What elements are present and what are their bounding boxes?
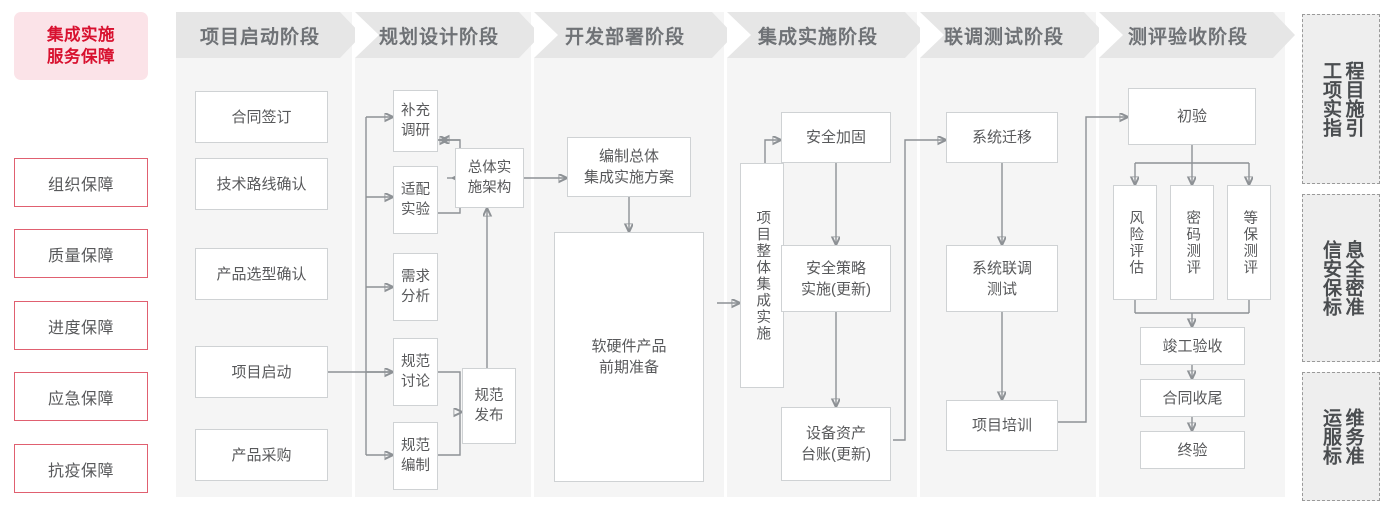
node-joint-debug-test[interactable]: 系统联调测试 [946,245,1058,312]
node-label: 密码测评 [1184,209,1201,276]
node-label: 系统迁移 [971,129,1032,146]
node-label: 安全加固 [805,129,866,146]
guarantee-label: 质量保障 [47,247,114,265]
node-overall-integration-plan[interactable]: 编制总体集成实施方案 [567,137,691,197]
node-asset-ledger[interactable]: 设备资产台账(更新) [781,407,891,481]
hero-badge: 集成实施 服务保障 [14,12,148,80]
node-label: 规范讨论 [401,354,430,390]
node-label: 终验 [1177,441,1208,459]
node-label: 编制总体集成实施方案 [583,148,674,186]
node-label: 适配实验 [401,182,430,218]
stage-header-accept[interactable]: 测评验收阶段 [1099,12,1295,58]
node-spec-discussion[interactable]: 规范讨论 [393,338,438,406]
guarantee-item-0[interactable]: 组织保障 [14,158,148,207]
node-label: 需求分析 [401,269,430,305]
node-label: 合同签订 [231,108,292,126]
hero-line-2: 服务保障 [47,48,115,66]
node-hw-sw-preparation[interactable]: 软硬件产品前期准备 [554,232,704,482]
node-label: 等保测评 [1241,209,1258,276]
guarantee-label: 进度保障 [47,319,114,337]
node-label: 项目培训 [971,417,1032,434]
node-label: 合同收尾 [1162,389,1223,407]
node-security-policy[interactable]: 安全策略实施(更新) [781,245,891,312]
node-project-training[interactable]: 项目培训 [946,400,1058,451]
node-label: 项目启动 [231,363,292,381]
node-label: 规范编制 [401,438,430,474]
node-product-selection[interactable]: 产品选型确认 [195,248,328,300]
node-label: 初验 [1176,108,1207,125]
guarantee-item-1[interactable]: 质量保障 [14,229,148,278]
node-requirement-analysis[interactable]: 需求分析 [393,253,438,321]
node-tech-route[interactable]: 技术路线确认 [195,158,328,210]
sidebar-block-infosec-standard[interactable]: 息全密准 信安保标 [1302,194,1380,362]
node-label: 系统联调测试 [971,259,1032,298]
node-label: 软硬件产品前期准备 [591,338,667,376]
node-label: 项目整体集成实施 [754,209,771,342]
node-risk-assessment[interactable]: 风险评估 [1113,185,1157,300]
guarantee-label: 抗疫保障 [47,462,114,480]
node-overall-architecture[interactable]: 总体实施架构 [455,148,524,208]
node-supplementary-research[interactable]: 补充调研 [393,90,438,152]
sidebar-block-ops-standard[interactable]: 维务准 运服标 [1302,372,1380,501]
stage-title: 测评验收阶段 [1127,26,1248,48]
node-label: 竣工验收 [1162,337,1223,355]
guarantee-item-3[interactable]: 应急保障 [14,372,148,421]
sidebar-col-right: 维务准 [1342,408,1364,465]
stage-header-plan[interactable]: 规划设计阶段 [355,12,541,58]
sidebar-vertical-text: 程目施引 工项实指 [1319,61,1364,137]
sidebar-block-engineering-guide[interactable]: 程目施引 工项实指 [1302,14,1380,184]
node-security-hardening[interactable]: 安全加固 [781,112,891,163]
node-contract-signing[interactable]: 合同签订 [195,91,328,143]
node-spec-release[interactable]: 规范发布 [462,368,516,444]
stage-title: 开发部署阶段 [564,26,685,48]
stage-title: 联调测试阶段 [943,26,1064,48]
node-final-acceptance[interactable]: 终验 [1140,431,1245,469]
guarantee-item-2[interactable]: 进度保障 [14,301,148,350]
sidebar-col-left: 运服标 [1320,408,1341,465]
sidebar-col-left: 信安保标 [1320,240,1341,316]
stage-header-integrate[interactable]: 集成实施阶段 [727,12,927,58]
node-label: 规范发布 [474,388,504,424]
stage-header-test[interactable]: 联调测试阶段 [920,12,1106,58]
node-adaptation-test[interactable]: 适配实验 [393,166,438,234]
node-initial-acceptance[interactable]: 初验 [1128,88,1256,145]
node-label: 设备资产台账(更新) [801,425,871,463]
node-label: 风险评估 [1127,209,1144,276]
stage-title: 规划设计阶段 [378,26,499,48]
stage-title: 集成实施阶段 [757,26,878,48]
node-product-purchase[interactable]: 产品采购 [195,429,328,481]
node-label: 产品选型确认 [216,265,307,283]
node-label: 产品采购 [231,446,292,464]
node-label: 补充调研 [401,103,430,139]
stage-header-dev[interactable]: 开发部署阶段 [534,12,734,58]
node-project-kickoff[interactable]: 项目启动 [195,346,328,398]
node-completion-acceptance[interactable]: 竣工验收 [1140,327,1245,365]
hero-line-1: 集成实施 [47,26,115,44]
node-mlps-evaluation[interactable]: 等保测评 [1227,185,1271,300]
sidebar-col-right: 息全密准 [1342,240,1364,316]
node-label: 总体实施架构 [467,160,512,196]
stage-header-start[interactable]: 项目启动阶段 [176,12,362,58]
node-label: 技术路线确认 [216,175,307,193]
sidebar-vertical-text: 息全密准 信安保标 [1319,240,1364,316]
node-crypto-evaluation[interactable]: 密码测评 [1170,185,1214,300]
node-spec-drafting[interactable]: 规范编制 [393,422,438,490]
guarantee-label: 组织保障 [47,176,114,194]
node-overall-integration-exec[interactable]: 项目整体集成实施 [740,163,784,388]
stage-title: 项目启动阶段 [199,26,320,48]
node-system-migration[interactable]: 系统迁移 [946,112,1058,163]
sidebar-col-left: 工项实指 [1320,61,1341,137]
sidebar-vertical-text: 维务准 运服标 [1319,408,1364,465]
node-contract-closeout[interactable]: 合同收尾 [1140,379,1245,417]
sidebar-col-right: 程目施引 [1342,61,1364,137]
guarantee-item-4[interactable]: 抗疫保障 [14,444,148,493]
node-label: 安全策略实施(更新) [801,259,871,298]
guarantee-label: 应急保障 [47,390,114,408]
